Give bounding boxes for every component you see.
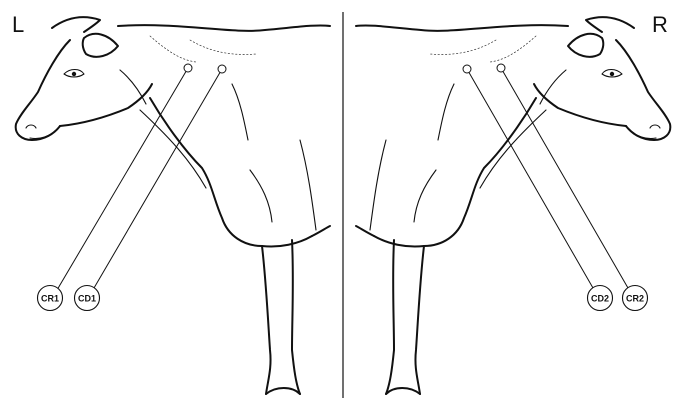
left-side-label: L (12, 12, 24, 37)
label-cr1: CR1 (41, 294, 59, 304)
marker-cd2 (463, 65, 471, 73)
marker-cr1 (184, 64, 192, 72)
right-side-label: R (652, 12, 668, 37)
leader-line-cd1 (94, 69, 222, 288)
cow-right-drawing (356, 17, 670, 394)
marker-cd1 (218, 65, 226, 73)
point-cr2: CR2 (497, 64, 648, 311)
label-cd1: CD1 (78, 294, 96, 304)
label-cd2: CD2 (591, 294, 609, 304)
point-cr1: CR1 (38, 64, 193, 311)
point-cd2: CD2 (463, 65, 613, 311)
label-cr2: CR2 (626, 294, 644, 304)
marker-cr2 (497, 64, 505, 72)
point-cd1: CD1 (75, 65, 227, 311)
leader-line-cr2 (501, 68, 628, 288)
leader-line-cr1 (57, 68, 188, 290)
cow-left-drawing (16, 17, 330, 394)
